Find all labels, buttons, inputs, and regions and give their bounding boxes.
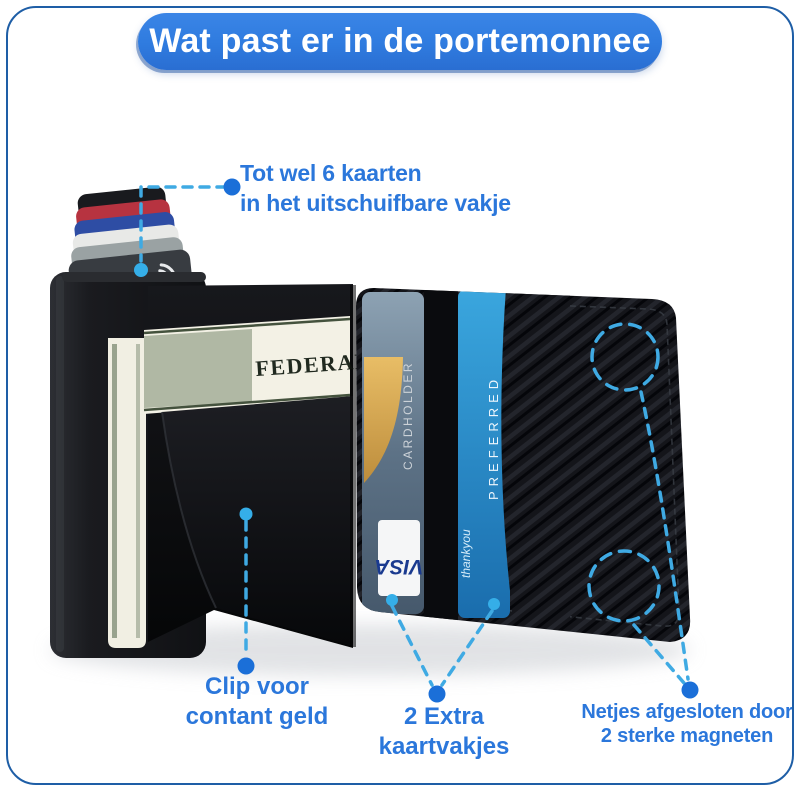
dollar-bill: FEDERAL: [108, 316, 372, 648]
callout-line-magnet-bottom: [632, 623, 686, 685]
callout-clip-line2: contant geld: [185, 703, 329, 730]
callout-line-slots-left: [390, 604, 434, 687]
wallet-shadow: [50, 624, 690, 676]
blue-card-text: PREFERRED: [486, 375, 501, 500]
callout-dot-cards: [223, 178, 241, 196]
blue-card-script-text: thankyou: [459, 529, 473, 578]
callout-dot-magnets: [681, 681, 699, 699]
visa-card-holder-text: CARDHOLDER: [401, 361, 415, 470]
callout-slots-line2: kaartvakjes: [378, 733, 510, 760]
callout-line-cards: [139, 185, 228, 263]
tip-dot-cards: [134, 263, 148, 277]
callout-text-slots: 2 Extra kaartvakjes: [294, 702, 594, 762]
tip-dot-slot-right: [488, 598, 500, 610]
visa-card: CARDHOLDER VISA: [362, 292, 424, 614]
callout-clip-line1: Clip voor: [204, 673, 309, 700]
visa-logo: VISA: [374, 555, 423, 578]
callout-text-cards: Tot wel 6 kaarten in het uitschuifbare v…: [240, 158, 511, 218]
callout-slots-line1: 2 Extra: [403, 703, 485, 730]
callout-text-magnets: Netjes afgesloten door 2 sterke magneten: [527, 700, 800, 748]
money-clip: [162, 396, 353, 646]
callout-magnets-line2: 2 sterke magneten: [600, 725, 774, 747]
title-banner: Wat past er in de portemonnee: [138, 13, 662, 70]
tip-dot-slot-left: [386, 594, 398, 606]
callout-text-clip: Clip voor contant geld: [107, 672, 407, 732]
callout-magnets-line1: Netjes afgesloten door: [581, 701, 793, 723]
tip-dot-clip: [239, 507, 253, 521]
callout-line-magnet-top: [639, 390, 690, 681]
carbon-panel: CARDHOLDER VISA PREFERRED thankyou: [350, 285, 691, 647]
magnet-marker-top: [590, 322, 660, 392]
callout-line-slots-right: [440, 609, 494, 687]
page-title: Wat past er in de portemonnee: [149, 22, 651, 60]
callout-dot-clip: [237, 657, 255, 675]
blue-card: PREFERRED thankyou: [458, 290, 510, 618]
callout-cards-line2: in het uitschuifbare vakje: [240, 190, 511, 216]
callout-dot-slots: [428, 685, 446, 703]
callout-cards-line1: Tot wel 6 kaarten: [240, 160, 422, 186]
slot-lip: [501, 288, 570, 630]
callout-dots: [134, 178, 699, 703]
slot-divider: [424, 288, 458, 622]
callout-graphics: [139, 185, 690, 687]
magnet-marker-bottom: [587, 549, 661, 623]
